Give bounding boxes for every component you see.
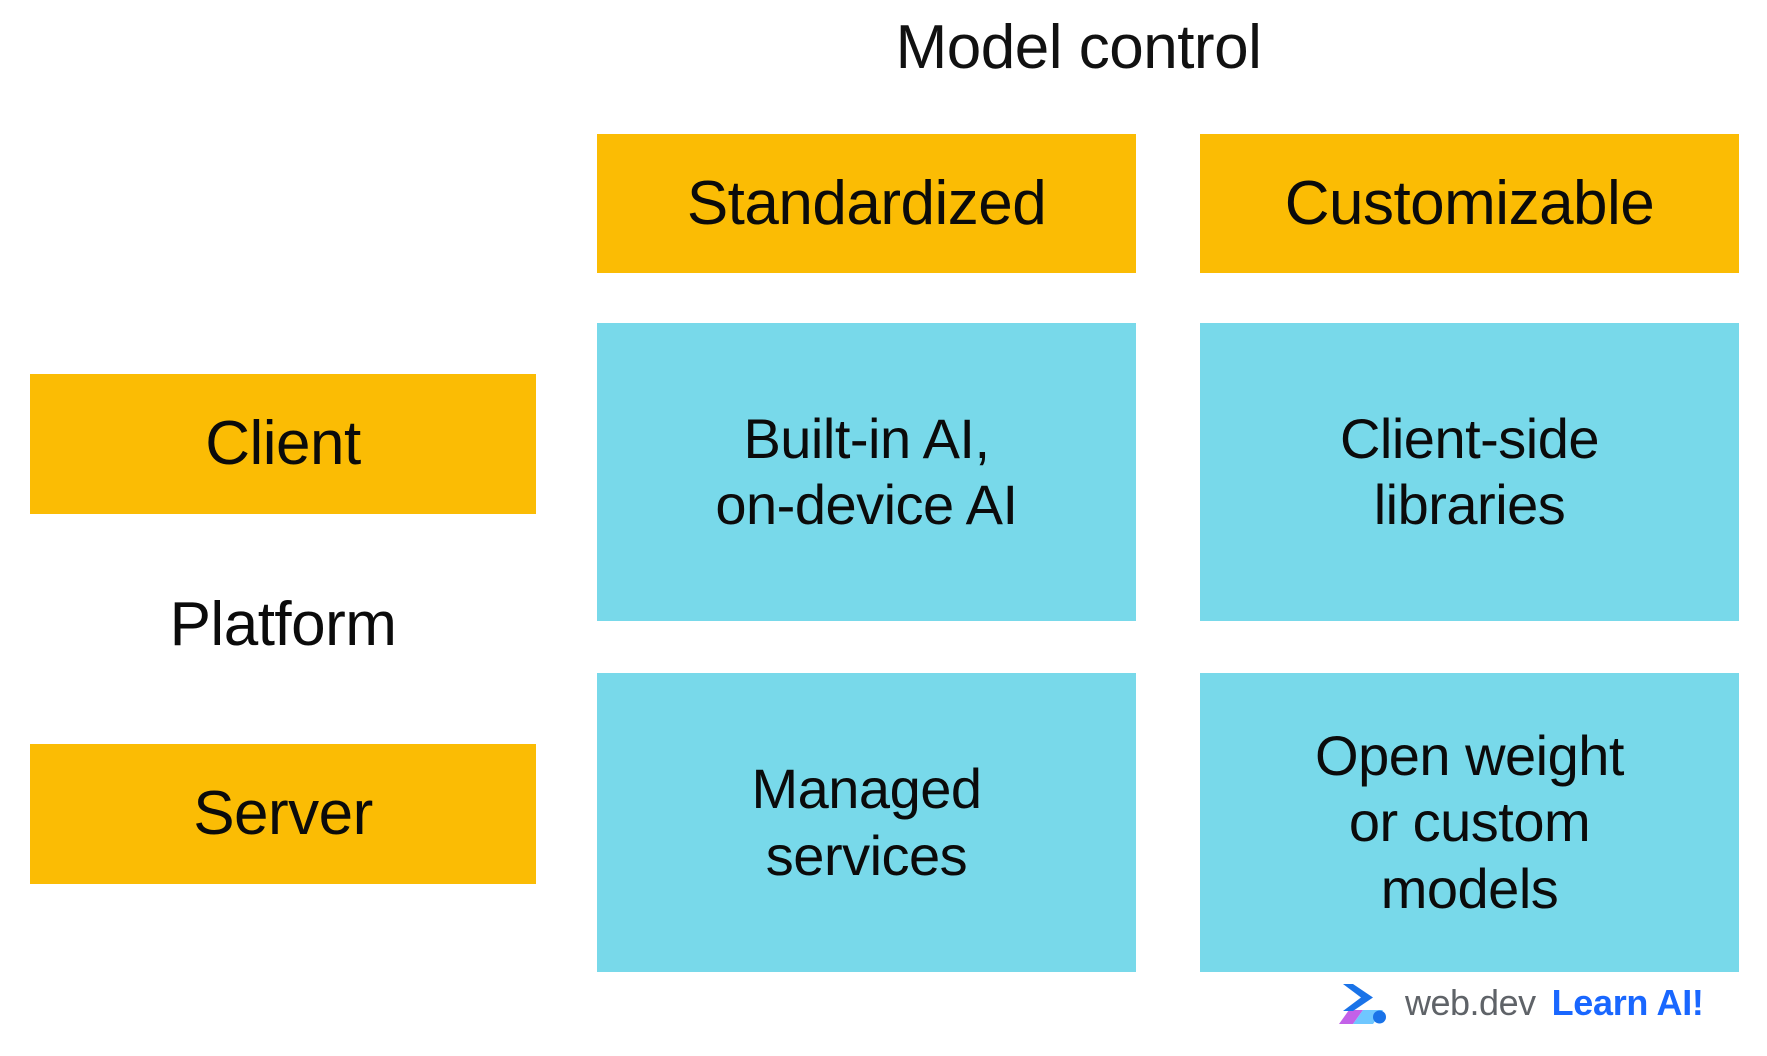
matrix-cell-line: on-device AI bbox=[715, 473, 1018, 536]
row-axis-label: Platform bbox=[169, 590, 397, 659]
column-header-standardized: Standardized bbox=[597, 134, 1136, 273]
row-header-client: Client bbox=[30, 374, 536, 514]
column-header-customizable-label: Customizable bbox=[1284, 168, 1655, 238]
row-header-server-label: Server bbox=[193, 779, 373, 849]
matrix-cell-line: Client-side bbox=[1339, 406, 1600, 470]
column-header-customizable: Customizable bbox=[1200, 134, 1739, 273]
footer-branding: web.dev Learn AI! bbox=[1337, 977, 1704, 1029]
page-title: Model control bbox=[895, 13, 1262, 82]
learn-ai-label: Learn AI! bbox=[1551, 982, 1704, 1023]
webdev-wordmark: web.dev bbox=[1405, 982, 1536, 1023]
row-header-client-label: Client bbox=[205, 409, 361, 479]
matrix-cell-client-standardized: Built-in AI, on-device AI bbox=[597, 323, 1136, 621]
matrix-cell-line: or custom bbox=[1348, 790, 1591, 854]
matrix-cell-line: Open weight bbox=[1315, 724, 1624, 788]
matrix-cell-text: Open weight or custom models bbox=[1315, 723, 1624, 921]
column-header-standardized-label: Standardized bbox=[686, 168, 1047, 238]
matrix-cell-line: Built-in AI, bbox=[743, 406, 990, 470]
webdev-chevron-logo-icon bbox=[1337, 980, 1391, 1026]
matrix-cell-server-standardized: Managed services bbox=[597, 673, 1136, 972]
matrix-cell-line: services bbox=[765, 823, 968, 887]
matrix-cell-server-customizable: Open weight or custom models bbox=[1200, 673, 1739, 972]
matrix-cell-text: Built-in AI, on-device AI bbox=[715, 406, 1018, 538]
matrix-cell-text: Managed services bbox=[751, 756, 982, 888]
matrix-cell-line: models bbox=[1380, 856, 1559, 920]
matrix-cell-line: libraries bbox=[1373, 473, 1566, 536]
matrix-cell-line: Managed bbox=[751, 757, 982, 821]
matrix-cell-text: Client-side libraries bbox=[1339, 406, 1600, 538]
row-header-server: Server bbox=[30, 744, 536, 884]
matrix-cell-client-customizable: Client-side libraries bbox=[1200, 323, 1739, 621]
